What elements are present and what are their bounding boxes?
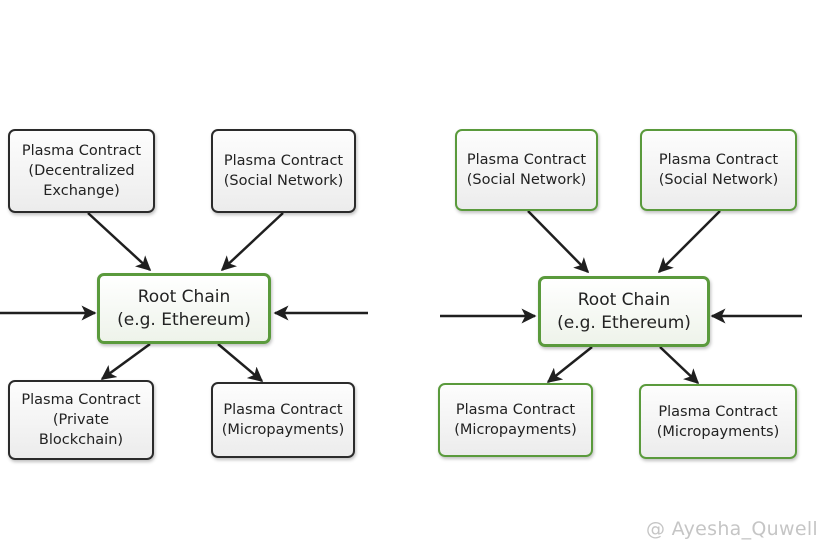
node-label-line: (Social Network) [658, 172, 779, 188]
right-node-top-right-label: Plasma Contract (Social Network) [659, 150, 778, 190]
left-node-root-chain-label: Root Chain(e.g. Ethereum) [117, 286, 251, 332]
node-label-line: Plasma Contract [466, 152, 587, 168]
watermark: @ Ayesha_Quwell [645, 518, 818, 540]
node-label-line: (e.g. Ethereum) [557, 312, 691, 333]
node-label-line: (Social Network) [223, 173, 344, 189]
edge-left-top-right-to-root [220, 212, 284, 272]
node-label-line: Plasma Contract [223, 153, 344, 169]
edge-left-root-to-bottom-right [217, 343, 264, 382]
right-node-bottom-left-label: Plasma Contract (Micropayments) [454, 400, 577, 440]
node-label-line: (Micropayments) [221, 422, 345, 438]
right-node-bottom-right-label: Plasma Contract (Micropayments) [657, 402, 780, 442]
node-label-line: Plasma Contract [658, 152, 779, 168]
node-label-line: (e.g. Ethereum) [117, 309, 251, 330]
right-node-top-left: Plasma Contract (Social Network) [455, 129, 598, 211]
node-label-line: Root Chain [137, 286, 231, 307]
right-node-top-right: Plasma Contract (Social Network) [640, 129, 797, 211]
left-node-top-right: Plasma Contract (Social Network) [211, 129, 356, 213]
right-node-bottom-right: Plasma Contract (Micropayments) [639, 384, 797, 459]
edge-right-top-right-to-root [657, 210, 721, 274]
left-node-top-right-label: Plasma Contract (Social Network) [224, 151, 343, 191]
node-label-line: Root Chain [577, 289, 671, 310]
node-label-line: Plasma Contract [21, 392, 141, 408]
node-label-line: (Decentralized [28, 163, 135, 179]
node-label-line: (Private [52, 412, 110, 428]
right-node-root-chain: Root Chain(e.g. Ethereum) [538, 276, 710, 347]
node-label-line: Blockchain) [38, 432, 124, 448]
edge-left-top-left-to-root [87, 212, 152, 272]
left-node-bottom-right: Plasma Contract (Micropayments) [211, 382, 355, 458]
node-label-line: (Micropayments) [656, 423, 780, 440]
left-node-bottom-right-label: Plasma Contract (Micropayments) [222, 400, 345, 440]
edge-right-root-to-bottom-right [659, 346, 700, 385]
node-label-line: Plasma Contract [21, 143, 142, 159]
edge-right-top-left-to-root [527, 210, 590, 274]
right-node-top-left-label: Plasma Contract (Social Network) [467, 150, 586, 190]
node-label-line: (Social Network) [466, 172, 587, 188]
node-label-line: Plasma Contract [223, 402, 343, 418]
right-node-bottom-left: Plasma Contract (Micropayments) [438, 383, 593, 457]
node-label-line: Plasma Contract [658, 403, 778, 420]
edge-left-root-to-bottom-left [100, 342, 151, 381]
right-node-root-chain-label: Root Chain(e.g. Ethereum) [557, 289, 691, 335]
edge-right-root-to-bottom-left [546, 346, 593, 383]
node-label-line: Plasma Contract [455, 402, 576, 418]
left-node-root-chain: Root Chain(e.g. Ethereum) [97, 273, 271, 344]
node-label-line: (Micropayments) [454, 422, 577, 438]
node-label-line: Exchange) [43, 183, 120, 199]
